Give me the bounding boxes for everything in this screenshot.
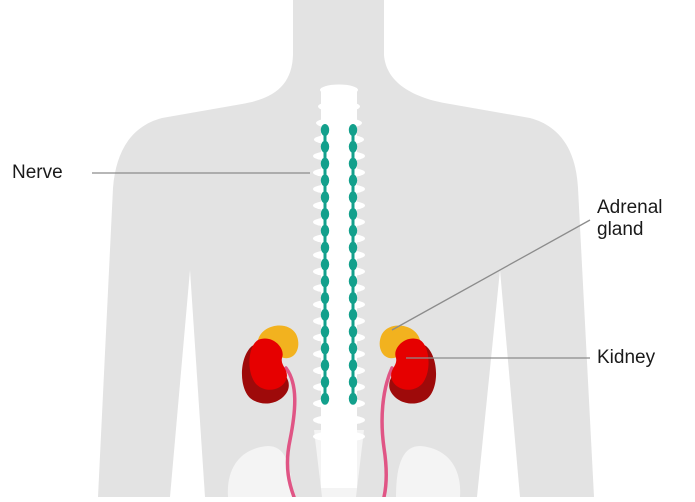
kidney-label: Kidney <box>597 347 655 369</box>
vertebra <box>313 217 365 228</box>
nerve-ganglion <box>321 292 329 304</box>
nerve-ganglion <box>349 242 357 254</box>
nerve-ganglion <box>349 124 357 136</box>
nerve-ganglion <box>321 326 329 338</box>
nerve-ganglion <box>321 158 329 170</box>
nerve-ganglion <box>321 141 329 153</box>
nerve-ganglion <box>321 191 329 203</box>
vertebra <box>314 134 364 145</box>
vertebra <box>313 283 365 294</box>
nerve-ganglion <box>321 359 329 371</box>
nerve-ganglion <box>349 141 357 153</box>
vertebra <box>313 398 365 409</box>
nerve-ganglion <box>321 225 329 237</box>
vertebra <box>313 233 365 244</box>
nerve-ganglion <box>321 124 329 136</box>
nerve-ganglion <box>349 208 357 220</box>
nerve-ganglion <box>321 393 329 405</box>
nerve-ganglion <box>349 326 357 338</box>
nerve-ganglion <box>321 275 329 287</box>
vertebra <box>313 167 365 178</box>
nerve-ganglion <box>349 158 357 170</box>
vertebra <box>313 250 365 261</box>
nerve-ganglion <box>321 258 329 270</box>
vertebra <box>313 266 365 277</box>
vertebra <box>313 151 365 162</box>
nerve-ganglion <box>349 359 357 371</box>
vertebra <box>313 299 365 310</box>
adrenal-label-line2: gland <box>597 219 663 241</box>
nerve-ganglion <box>349 191 357 203</box>
nerve-label: Nerve <box>12 162 63 184</box>
vertebra <box>313 316 365 327</box>
nerve-ganglion <box>321 309 329 321</box>
vertebra <box>313 349 365 360</box>
nerve-ganglion <box>349 174 357 186</box>
nerve-ganglion <box>349 225 357 237</box>
nerve-ganglion <box>321 242 329 254</box>
nerve-ganglion <box>321 376 329 388</box>
vertebra <box>313 415 365 426</box>
vertebra <box>318 101 360 112</box>
nerve-ganglion <box>349 342 357 354</box>
nerve-ganglion <box>321 342 329 354</box>
nerve-ganglion <box>349 292 357 304</box>
adrenal-gland-label: Adrenal gland <box>597 197 663 241</box>
vertebra <box>313 382 365 393</box>
nerve-ganglion <box>349 275 357 287</box>
nerve-ganglion <box>349 393 357 405</box>
adrenal-label-line1: Adrenal <box>597 197 663 219</box>
vertebra <box>313 431 365 442</box>
nerve-ganglion <box>321 174 329 186</box>
nerve-ganglion <box>349 309 357 321</box>
vertebra <box>313 184 365 195</box>
nerve-ganglion <box>321 208 329 220</box>
nerve-ganglion <box>349 376 357 388</box>
nerve-ganglion <box>349 258 357 270</box>
vertebra <box>313 365 365 376</box>
vertebra <box>313 332 365 343</box>
vertebra <box>320 85 358 96</box>
vertebra <box>313 200 365 211</box>
